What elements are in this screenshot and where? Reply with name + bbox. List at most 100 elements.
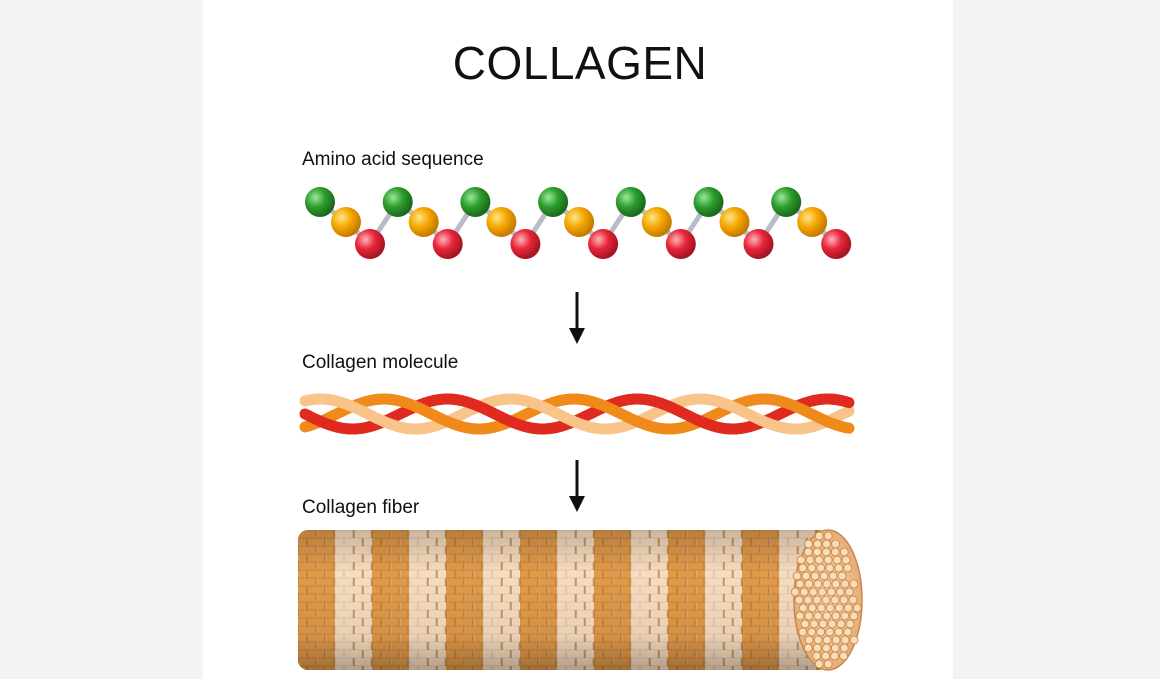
fibril-cross-section (814, 659, 824, 669)
fibril-cross-section (816, 563, 826, 573)
fibril-cross-section (805, 555, 815, 565)
helix-strand-light (359, 407, 375, 420)
fibril-cross-section (836, 619, 846, 629)
fibril-cross-section (812, 643, 822, 653)
fibril-cross-section (812, 595, 822, 605)
amino-green-bead (538, 187, 569, 217)
amino-green-bead (771, 187, 802, 217)
helix-strand-light (839, 405, 855, 419)
fibril-cross-section (834, 627, 844, 637)
fibril-cross-section (799, 587, 809, 597)
fibril-cross-section (800, 619, 810, 629)
fibril-cross-section (822, 635, 832, 645)
fibril-cross-section (834, 603, 844, 613)
fibril-cross-section (796, 555, 806, 565)
fibril-cross-section (825, 603, 835, 613)
fibril-cross-section (795, 579, 805, 589)
amino-orange-bead (719, 207, 750, 237)
fiber-cross-section (790, 529, 863, 671)
fibril-cross-section (831, 579, 841, 589)
fibril-cross-section (839, 547, 849, 557)
fibril-cross-section (848, 595, 858, 605)
amino-orange-bead (564, 207, 595, 237)
fibril-cross-section (849, 611, 859, 621)
label-amino-acid-sequence: Amino acid sequence (302, 149, 484, 170)
fibril-cross-section (843, 603, 853, 613)
amino-green-bead (305, 187, 335, 217)
fibril-cross-section (814, 555, 824, 565)
amino-orange-bead (486, 207, 517, 237)
fibril-cross-section (841, 555, 851, 565)
fibril-cross-section (849, 579, 859, 589)
fibril-cross-section (818, 619, 828, 629)
fibril-cross-section (843, 563, 853, 573)
fibril-cross-section (826, 587, 836, 597)
fibril-cross-section (822, 611, 832, 621)
fibril-cross-section (844, 587, 854, 597)
collagen-fiber-bundle (298, 529, 863, 671)
label-collagen-fiber: Collagen fiber (302, 497, 420, 518)
fibril-cross-section (831, 635, 841, 645)
amino-orange-bead (641, 207, 672, 237)
fibril-cross-section (839, 643, 849, 653)
fibril-cross-section (843, 627, 853, 637)
fibril-cross-section (810, 571, 820, 581)
fibril-cross-section (813, 539, 822, 549)
fibril-cross-section (822, 539, 831, 549)
fibril-cross-section (814, 531, 824, 541)
helix-strand-orange (803, 407, 819, 421)
fibril-cross-section (804, 635, 814, 645)
fibril-cross-section (817, 587, 827, 597)
fibril-cross-section (803, 595, 813, 605)
fibril-cross-section (832, 555, 842, 565)
amino-green-bead (460, 187, 491, 217)
helix-strand-orange (615, 408, 631, 422)
amino-orange-bead (408, 207, 439, 237)
collagen-triple-helix (299, 393, 855, 435)
fibril-cross-section (849, 635, 859, 645)
fibril-cross-section (831, 611, 841, 621)
fibril-cross-section (803, 547, 813, 557)
fibril-cross-section (830, 651, 839, 661)
fibril-cross-section (827, 619, 837, 629)
fibril-cross-section (804, 539, 813, 549)
fibril-cross-section (804, 579, 814, 589)
fibril-cross-section (823, 531, 833, 541)
label-collagen-molecule: Collagen molecule (302, 352, 459, 373)
fibril-cross-section (840, 579, 850, 589)
fibril-cross-section (812, 547, 822, 557)
fibril-cross-section (816, 603, 826, 613)
amino-green-bead (382, 187, 413, 217)
fibril-cross-section (792, 571, 802, 581)
fibril-cross-section (828, 571, 838, 581)
amino-red-bead (821, 229, 852, 259)
fibril-cross-section (807, 627, 817, 637)
fibril-cross-section (839, 651, 848, 661)
fibril-cross-section (798, 603, 808, 613)
helix-strand-orange (299, 420, 315, 433)
arrow-down-icon (569, 292, 585, 344)
helix-strand-red (299, 408, 315, 422)
fibril-cross-section (822, 579, 832, 589)
fibril-cross-section (821, 643, 831, 653)
fibril-cross-section (823, 659, 833, 669)
helix-strand-orange (423, 407, 439, 421)
amino-red-bead (743, 229, 774, 259)
diagram-title: COLLAGEN (452, 37, 708, 89)
amino-red-bead (432, 229, 463, 259)
fibril-cross-section (830, 643, 840, 653)
fibril-cross-section (795, 611, 805, 621)
helix-strand-red (839, 395, 855, 409)
fibril-cross-section (839, 595, 849, 605)
fibril-cross-section (831, 539, 840, 549)
amino-red-bead (665, 229, 696, 259)
fibril-cross-section (835, 587, 845, 597)
amino-acid-chain (305, 187, 852, 259)
fibril-cross-section (837, 571, 847, 581)
helix-strand-red (487, 407, 503, 421)
amino-green-bead (693, 187, 724, 217)
fibril-cross-section (813, 611, 823, 621)
fibril-cross-section (809, 619, 819, 629)
amino-orange-bead (797, 207, 828, 237)
